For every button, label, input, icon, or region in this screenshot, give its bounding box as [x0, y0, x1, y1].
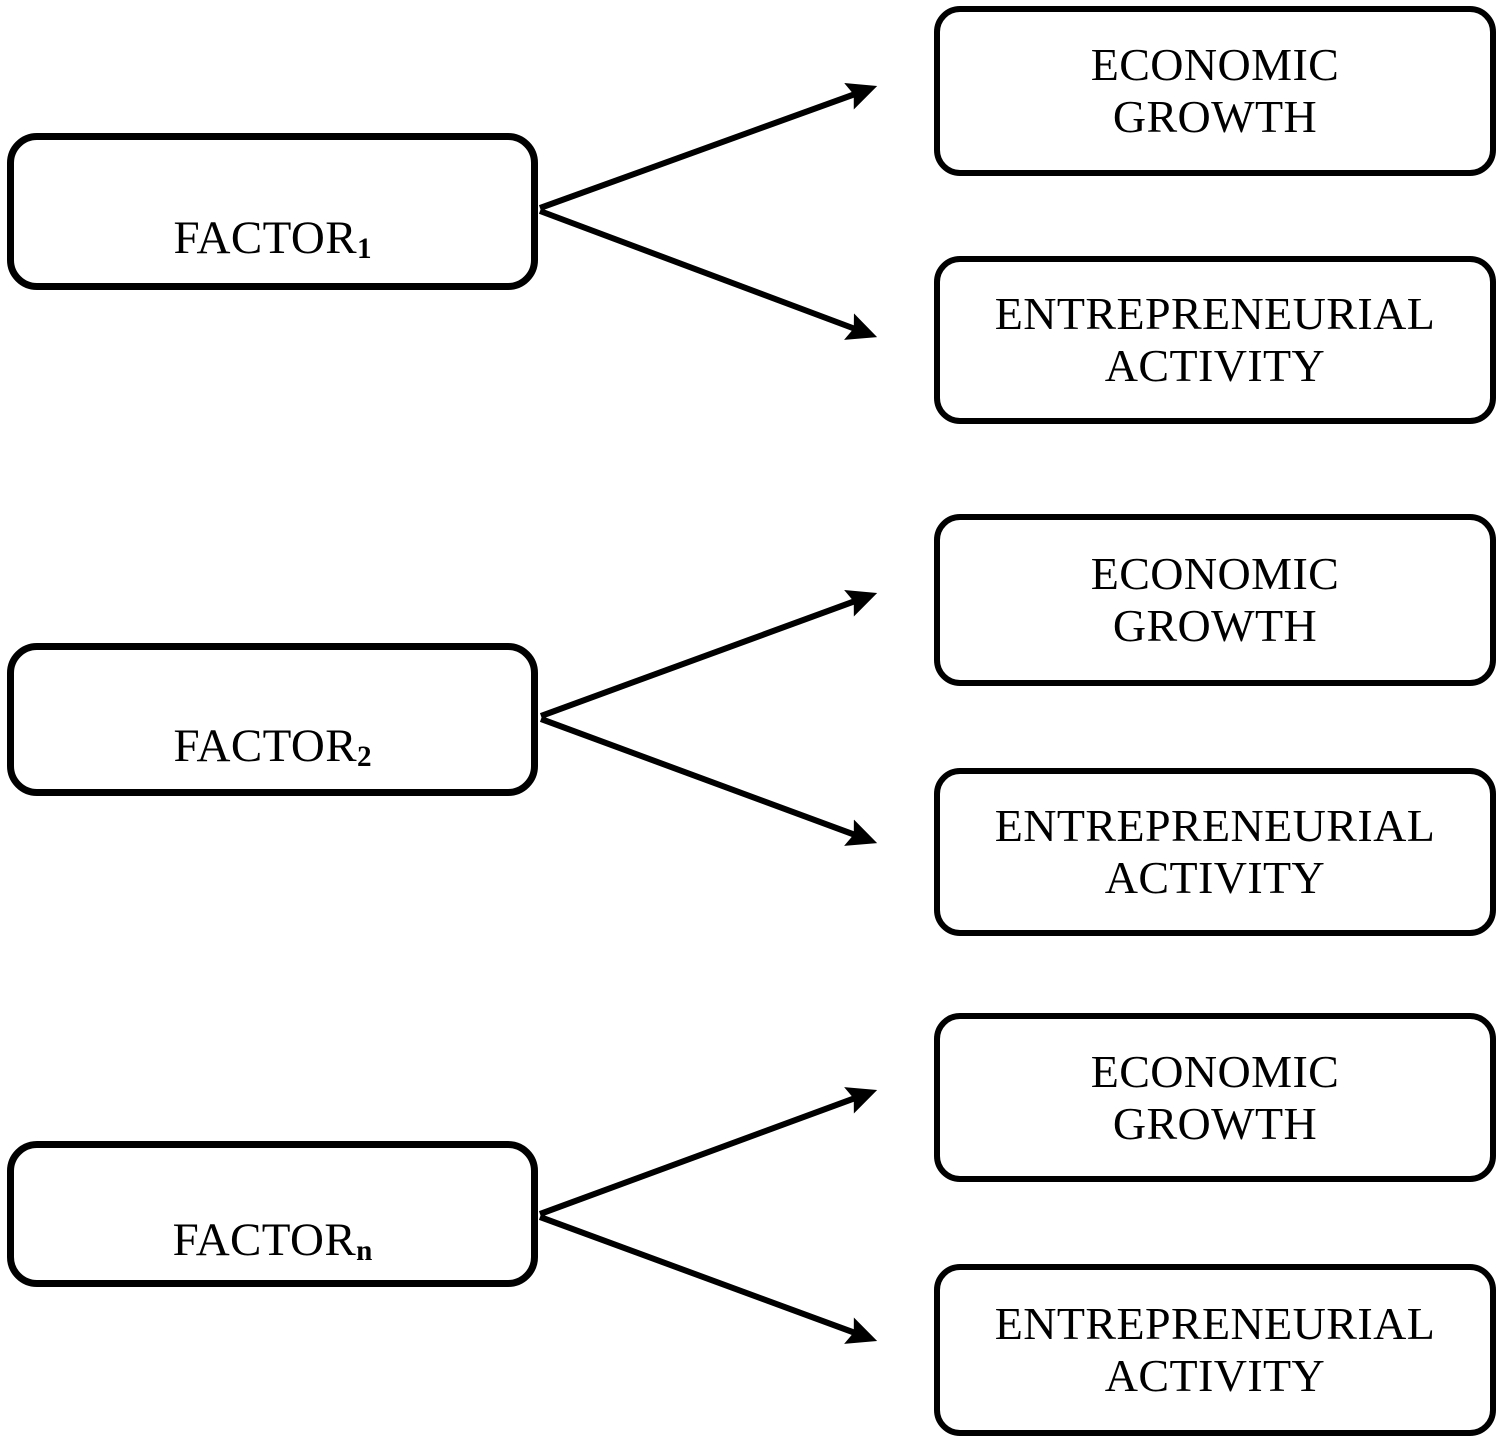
outcome-box-economic-growth-3[interactable]: ECONOMIC GROWTH — [934, 1013, 1496, 1182]
factor-label-1: FACTOR1 — [163, 159, 381, 265]
outcome-label-economic-growth-1: ECONOMIC GROWTH — [1090, 39, 1340, 142]
factor-label-2: FACTOR2 — [163, 667, 381, 773]
arrow-edges — [538, 83, 878, 1344]
outcome-label-economic-growth-2: ECONOMIC GROWTH — [1090, 548, 1340, 651]
arrow-factor-box-1-to-outcome-box-1-growth — [538, 83, 878, 211]
outcome-label-economic-growth-3: ECONOMIC GROWTH — [1090, 1045, 1340, 1149]
factor-subscript-3: n — [356, 1235, 373, 1268]
outcome-box-entrepreneurial-activity-2[interactable]: ENTREPRENEURIAL ACTIVITY — [934, 768, 1496, 936]
factor-subscript-2: 2 — [356, 740, 372, 773]
factor-label-3: FACTORn — [163, 1161, 383, 1268]
arrow-factor-box-2-to-outcome-box-2-growth — [539, 590, 878, 719]
outcome-box-entrepreneurial-activity-3[interactable]: ENTREPRENEURIAL ACTIVITY — [934, 1264, 1496, 1436]
factor-base-1: FACTOR — [173, 211, 357, 264]
arrow-factor-box-3-to-outcome-box-3-activity — [538, 1214, 878, 1344]
outcome-label-entrepreneurial-activity-2: ENTREPRENEURIAL ACTIVITY — [994, 800, 1436, 903]
factor-base-2: FACTOR — [173, 719, 357, 772]
outcome-box-economic-growth-1[interactable]: ECONOMIC GROWTH — [934, 6, 1496, 176]
factor-box-1[interactable]: FACTOR1 — [7, 133, 538, 290]
arrow-factor-box-1-to-outcome-box-1-activity — [538, 208, 878, 340]
outcome-label-entrepreneurial-activity-1: ENTREPRENEURIAL ACTIVITY — [994, 288, 1436, 391]
outcome-label-entrepreneurial-activity-3: ENTREPRENEURIAL ACTIVITY — [994, 1298, 1436, 1401]
factor-base-3: FACTOR — [172, 1214, 357, 1266]
factor-subscript-1: 1 — [356, 232, 372, 265]
factor-box-3[interactable]: FACTORn — [7, 1141, 538, 1287]
arrow-factor-box-2-to-outcome-box-2-activity — [539, 716, 878, 846]
factor-box-2[interactable]: FACTOR2 — [7, 643, 538, 796]
arrow-factor-box-3-to-outcome-box-3-growth — [538, 1087, 878, 1217]
outcome-box-economic-growth-2[interactable]: ECONOMIC GROWTH — [934, 514, 1496, 686]
outcome-box-entrepreneurial-activity-1[interactable]: ENTREPRENEURIAL ACTIVITY — [934, 256, 1496, 424]
